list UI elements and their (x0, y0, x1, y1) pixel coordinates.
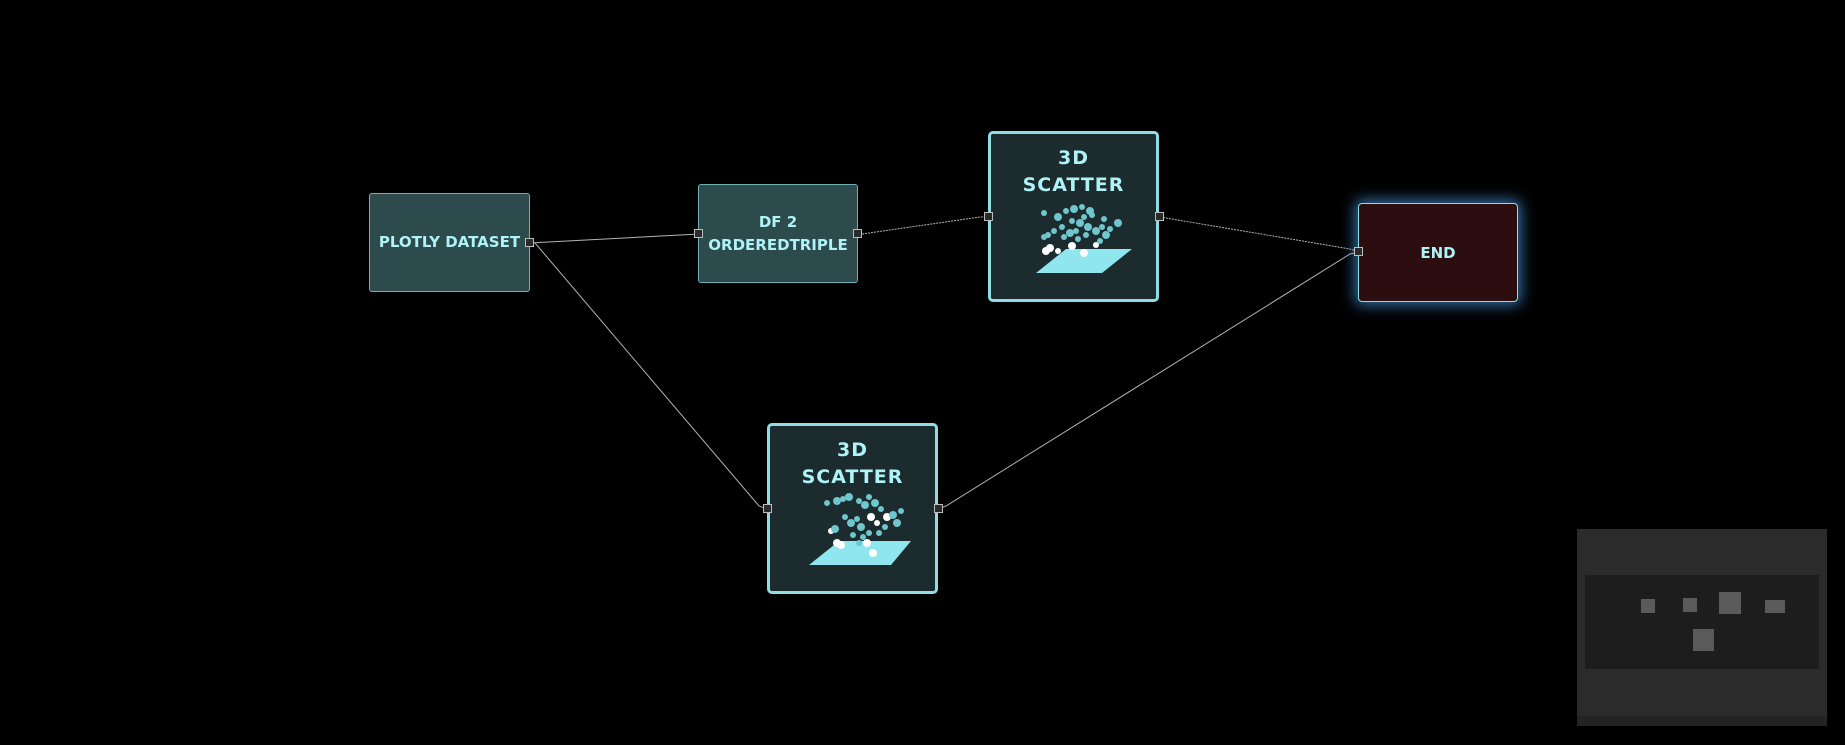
node-label: DF 2 ORDEREDTRIPLE (708, 212, 848, 254)
output-port[interactable] (934, 504, 943, 513)
node-label: PLOTLY DATASET (378, 233, 521, 251)
node-label: END (1420, 243, 1456, 262)
minimap-node (1683, 598, 1697, 612)
output-port[interactable] (1155, 212, 1164, 221)
input-port[interactable] (694, 229, 703, 238)
edge-df2-to-scatter-top[interactable] (861, 216, 988, 235)
node-end[interactable]: END (1358, 203, 1518, 302)
minimap-node (1765, 600, 1785, 613)
minimap-node (1641, 599, 1655, 613)
minimap-viewport[interactable] (1585, 575, 1819, 669)
input-port[interactable] (984, 212, 993, 221)
output-port[interactable] (853, 229, 862, 238)
node-plotly-dataset[interactable]: PLOTLY DATASET (369, 193, 530, 292)
minimap[interactable] (1577, 529, 1827, 726)
node-3d-scatter-bottom[interactable]: 3D SCATTER (767, 423, 938, 594)
node-label: 3D SCATTER (801, 439, 904, 488)
edge-dataset-to-df2[interactable] (528, 233, 700, 244)
minimap-node (1693, 629, 1714, 651)
node-df2-orderedtriple[interactable]: DF 2 ORDEREDTRIPLE (698, 184, 858, 283)
node-3d-scatter-top[interactable]: 3D SCATTER (988, 131, 1159, 302)
3d-scatter-icon (808, 493, 911, 565)
minimap-footer (1577, 716, 1827, 726)
output-port[interactable] (525, 238, 534, 247)
edge-scatter-top-to-end[interactable] (1159, 216, 1360, 253)
node-label: 3D SCATTER (1022, 147, 1125, 196)
input-port[interactable] (1354, 247, 1363, 256)
3d-scatter-icon (1035, 204, 1132, 273)
input-port[interactable] (763, 504, 772, 513)
minimap-node (1719, 592, 1741, 614)
